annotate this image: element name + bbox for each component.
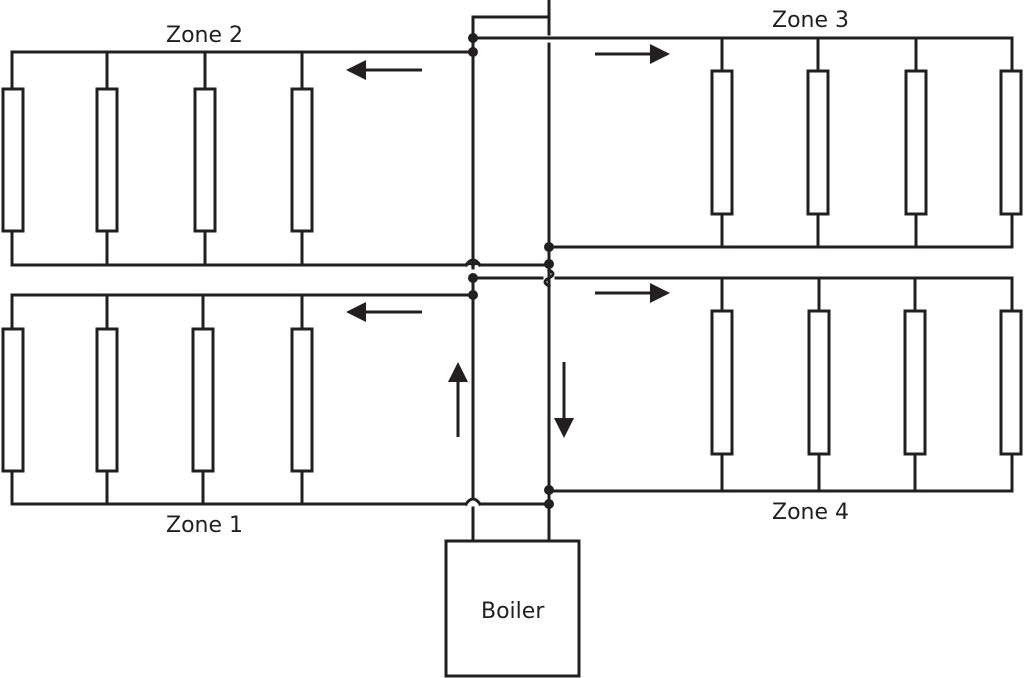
- zone-2-supply-pipe: [10, 50, 475, 92]
- junction-node: [544, 485, 554, 495]
- zone-2-return-pipe: [10, 228, 551, 267]
- junction-nodes: [468, 33, 554, 509]
- zone-3-supply-pipe: [471, 36, 1014, 74]
- radiator: [904, 69, 928, 216]
- zone-4-radiators: [710, 276, 1023, 493]
- radiator: [807, 309, 831, 456]
- zone-1-flow-arrow: [346, 302, 422, 322]
- zone-2-radiators: [1, 50, 314, 267]
- radiator: [193, 87, 217, 233]
- zone-3-label: Zone 3: [772, 8, 849, 33]
- junction-node: [468, 273, 478, 283]
- main-risers: [466, 0, 551, 542]
- zone-4-return-pipe: [547, 451, 1014, 493]
- return-riser-flow-arrow: [554, 362, 574, 438]
- supply-riser-hop-upper: [466, 262, 480, 270]
- zone-2-return-hop: [463, 258, 483, 268]
- zone-1-label: Zone 1: [166, 513, 243, 538]
- junction-node: [468, 290, 478, 300]
- zone-2-label: Zone 2: [166, 23, 243, 48]
- zone-3-radiators: [710, 36, 1023, 249]
- zone-3-flow-arrow: [595, 44, 670, 64]
- boiler-label: Boiler: [481, 599, 545, 624]
- zone-1-supply-pipe: [10, 293, 475, 332]
- zone-4-supply-hop: [543, 267, 555, 289]
- radiator: [806, 69, 830, 216]
- radiator: [95, 87, 119, 233]
- zone-2-flow-arrow: [346, 60, 422, 80]
- zone-4: Zone 4: [471, 267, 1023, 525]
- junction-node: [544, 499, 554, 509]
- supply-riser-flow-arrow: [448, 362, 468, 437]
- boiler: Boiler: [444, 539, 581, 678]
- radiator: [999, 69, 1023, 216]
- radiator: [290, 87, 314, 233]
- radiator: [710, 69, 734, 216]
- zone-3-return-pipe: [547, 211, 1014, 249]
- junction-node: [544, 259, 554, 269]
- radiator: [903, 309, 927, 456]
- boiler-box: [444, 539, 581, 678]
- junction-node: [468, 47, 478, 57]
- radiator: [191, 327, 215, 473]
- zone-3: Zone 3: [471, 8, 1023, 249]
- zone-2: Zone 2: [1, 23, 551, 268]
- radiator: [710, 309, 734, 456]
- zone-4-supply-pipe: [471, 276, 1014, 314]
- radiator: [290, 327, 314, 473]
- zone-1-return-hop: [463, 497, 483, 507]
- radiator: [95, 327, 119, 473]
- zone-1-radiators: [1, 293, 314, 506]
- zone-1: Zone 1: [1, 293, 551, 538]
- junction-node: [468, 33, 478, 43]
- junction-node: [544, 242, 554, 252]
- radiator: [999, 309, 1023, 456]
- zone-1-return-pipe: [10, 468, 551, 506]
- zone-4-flow-arrow: [595, 283, 670, 303]
- riser-top-loop: [471, 15, 551, 40]
- radiator: [1, 327, 25, 473]
- radiator: [1, 87, 25, 233]
- zone-4-label: Zone 4: [772, 500, 849, 525]
